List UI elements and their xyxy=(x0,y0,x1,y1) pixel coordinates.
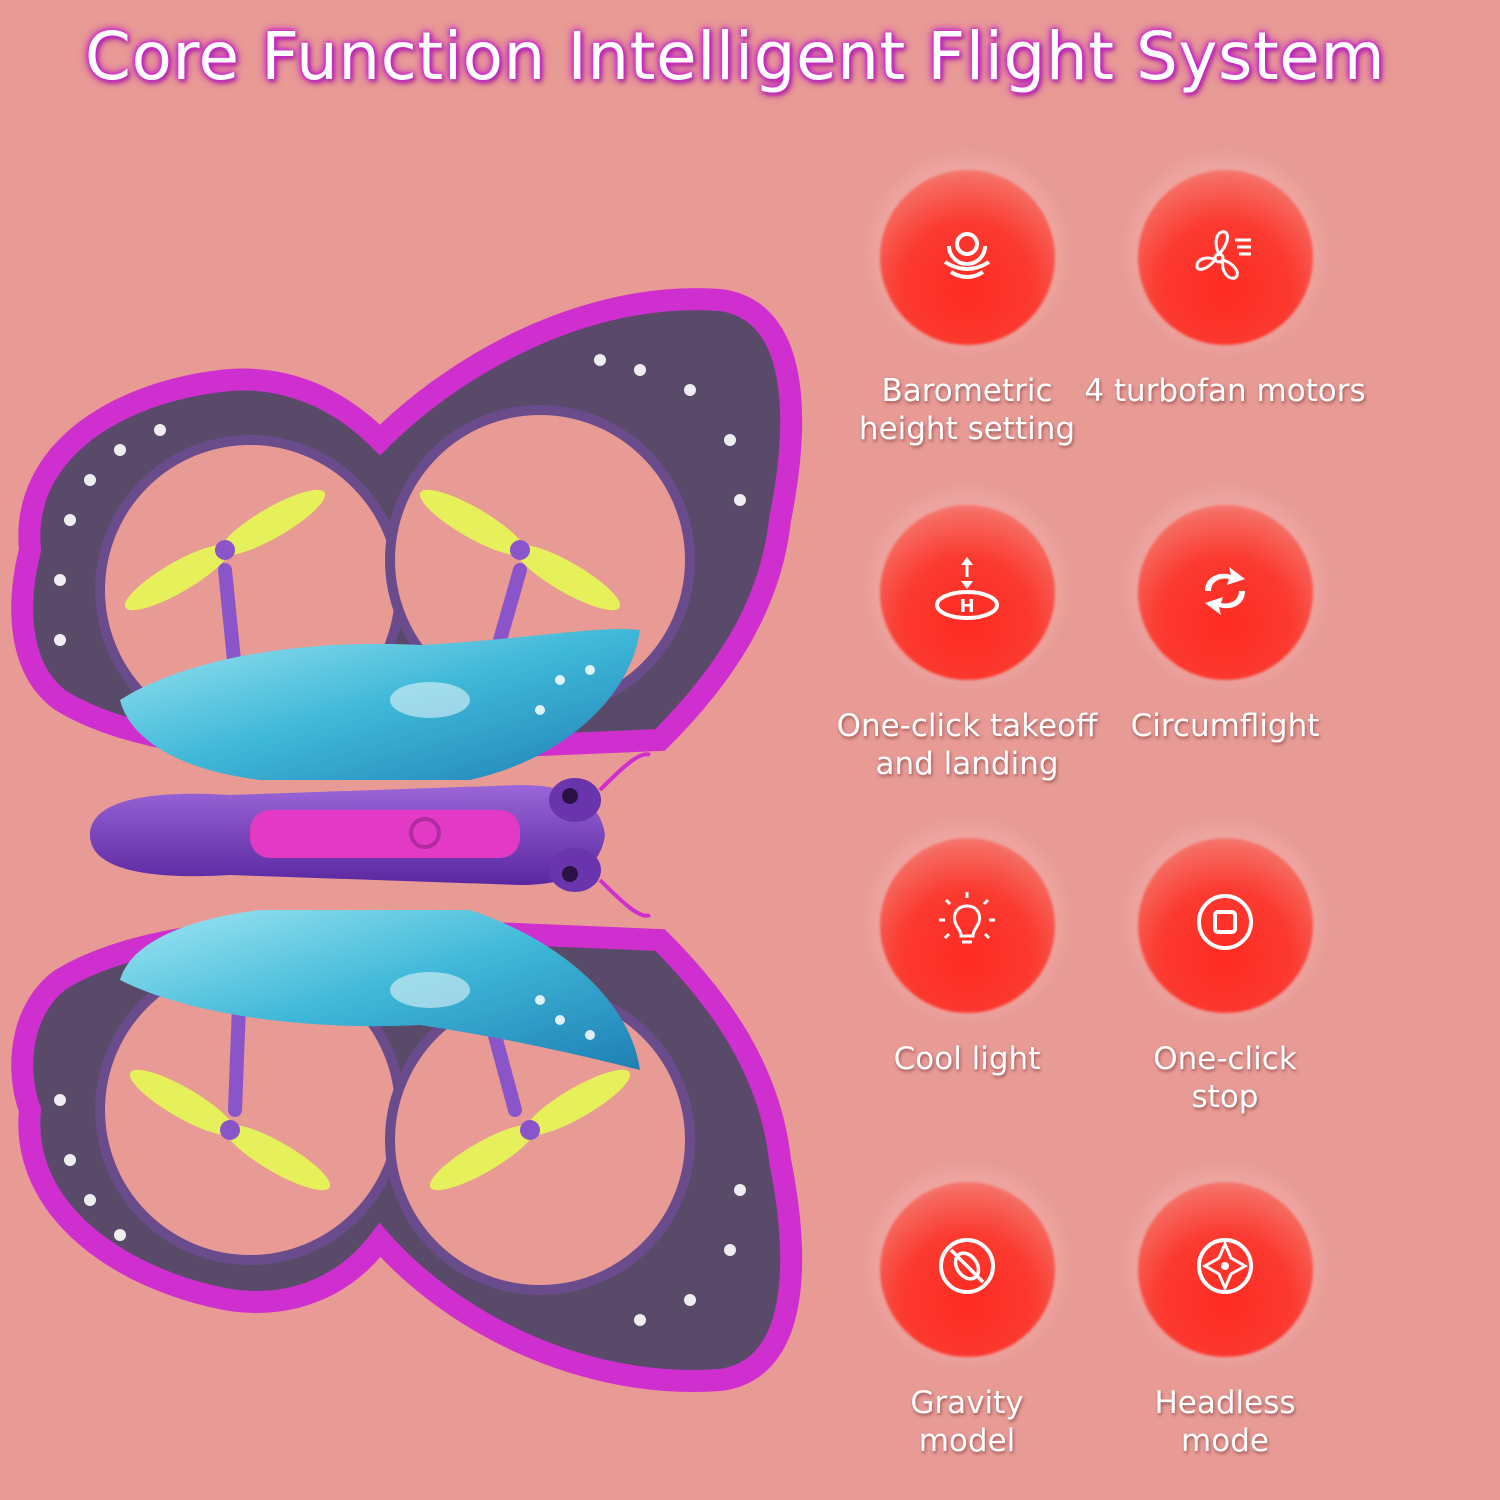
feature-gravity-model: Gravity model xyxy=(837,1157,1097,1482)
fan-icon xyxy=(1195,230,1251,280)
feature-orb xyxy=(880,1182,1055,1357)
gravity-icon xyxy=(939,1238,995,1294)
feature-label: Headless xyxy=(1154,1385,1296,1421)
feature-cool-light: Cool light xyxy=(837,813,1097,1138)
feature-orb xyxy=(1138,505,1313,680)
circumflight-icon xyxy=(1205,567,1245,615)
feature-label: stop xyxy=(1191,1079,1259,1115)
feature-orb xyxy=(1138,170,1313,345)
page-title: Core Function Intelligent Flight System xyxy=(84,18,1386,95)
feature-label: Barometric xyxy=(881,373,1053,409)
propellers xyxy=(124,489,631,1191)
wing-dots xyxy=(54,354,746,1326)
feature-label: One-click takeoff xyxy=(836,708,1098,744)
lower-blue-wing xyxy=(120,910,640,1070)
feature-one-click-stop: One-click stop xyxy=(1095,813,1355,1138)
feature-orb xyxy=(880,838,1055,1013)
feature-circumflight: Circumflight xyxy=(1095,480,1355,805)
feature-takeoff-landing: H One-click takeoff and landing xyxy=(837,480,1097,805)
feature-label: Cool light xyxy=(893,1041,1041,1077)
stop-icon xyxy=(1197,894,1253,950)
butterfly-body xyxy=(90,752,651,918)
feature-label: 4 turbofan motors xyxy=(1084,373,1366,409)
feature-turbofan-motors: 4 turbofan motors xyxy=(1084,145,1366,470)
feature-headless-mode: Headless mode xyxy=(1095,1157,1355,1482)
upper-blue-wing xyxy=(120,628,640,780)
feature-orb xyxy=(1138,838,1313,1013)
feature-label: Circumflight xyxy=(1130,708,1320,744)
feature-label: height setting xyxy=(858,411,1076,447)
headless-icon xyxy=(1197,1238,1253,1294)
feature-label: Gravity xyxy=(910,1385,1024,1421)
svg-text:H: H xyxy=(959,596,974,617)
feature-label: One-click xyxy=(1153,1041,1297,1077)
takeoff-landing-icon: H xyxy=(935,557,999,620)
barometer-icon xyxy=(943,232,991,279)
feature-label: mode xyxy=(1181,1423,1269,1459)
feature-label: and landing xyxy=(875,746,1059,782)
butterfly-drone-image xyxy=(11,288,803,1392)
light-bulb-icon xyxy=(939,892,995,944)
feature-orb xyxy=(880,170,1055,345)
feature-label: model xyxy=(918,1423,1016,1459)
feature-barometric-height: Barometric height setting xyxy=(837,145,1097,470)
